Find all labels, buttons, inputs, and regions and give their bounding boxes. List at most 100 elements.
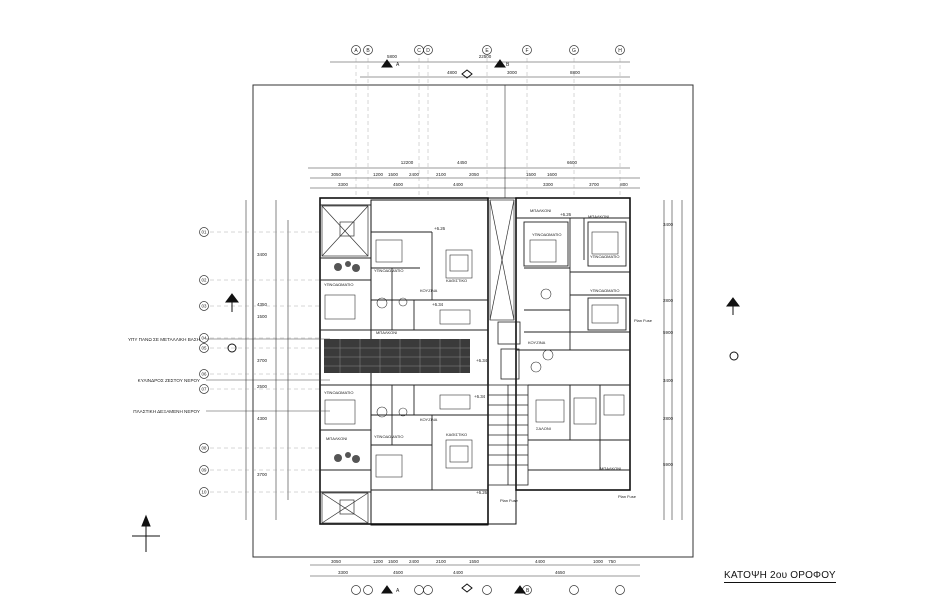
dimension-label: 4500 [393,182,404,187]
planters [334,261,360,463]
void-shafts [321,199,515,524]
grid-row-label: 10 [202,490,207,495]
section-markers [225,59,740,594]
dimension-label: 2400 [409,559,420,564]
room-label: ΚΟΥΖΙΝΑ [528,340,546,345]
room-label: ΚΟΥΖΙΝΑ [420,417,438,422]
dimension-label: 12200 [401,160,414,165]
grid-column-label: H [618,48,622,54]
dimension-label: 1500 [388,559,399,564]
dimension-label: 4350 [257,302,268,307]
grid-column-bubble [569,45,579,55]
left-block-walls [320,204,488,493]
room-label: ΚΑΘΙΣΤΙΚΟ [446,278,467,283]
drawing-title: ΚΑΤΟΨΗ 2ου ΟΡΟΦΟΥ [724,570,836,583]
grid-column-bubble [522,45,532,55]
callout-label: Plan Fuse [618,494,637,499]
corridor-hatch [324,339,470,373]
dimension-label: 4650 [555,570,566,575]
grid-column-bubble [482,45,492,55]
dimension-label: 2100 [436,172,447,177]
grid-row-label: 01 [202,230,207,235]
level-labels: +6.26+6.34+6.34+6.34+6.26+6.26 [432,212,572,495]
room-label: ΥΠΝΟΔΩΜΑΤΙΟ [324,282,354,287]
stair-core [487,321,529,486]
room-label: ΣΑΛΟΝΙ [536,426,551,431]
dimension-label: 1500 [388,172,399,177]
dimension-label: 3400 [257,252,268,257]
north-arrow-icon [132,514,160,552]
grid-column-bubble [569,585,579,595]
room-label: ΜΠΑΛΚΟΝΙ [600,466,621,471]
dimension-label: 2050 [469,172,480,177]
grid-column-bubble [414,585,424,595]
dimension-label: 6600 [567,160,578,165]
dimension-label: 1200 [373,172,384,177]
room-labels: ΥΠΝΟΔΩΜΑΤΙΟ ΥΠΝΟΔΩΜΑΤΙΟ ΚΟΥΖΙΝΑ ΚΑΘΙΣΤΙΚΟ ΜΠ… [324,208,621,471]
dimension-label: 5900 [663,462,674,467]
room-label: ΜΠΑΛΚΟΝΙ [530,208,551,213]
callout-label: Plan Fuse [634,318,653,323]
level-label: +6.34 [432,302,444,307]
grid-column-label: B [366,48,370,54]
dimension-label: 3300 [338,570,349,575]
dimension-label: 1200 [373,559,384,564]
property-boundary [252,84,694,558]
dimension-label: 3700 [589,182,600,187]
dimension-label: 2500 [257,384,268,389]
section-label: B [526,588,530,594]
grid-row-bubble [199,443,209,453]
side-note: ΥΠΥ ΠΑΝΩ ΣΕ ΜΕΤΑΛΛΙΚΗ ΒΑΣΗ [128,337,200,342]
grid-column-bubble [351,45,361,55]
grid-column-bubble [363,45,373,55]
room-label: ΚΑΘΙΣΤΙΚΟ [446,432,467,437]
grid-row-bubble [199,369,209,379]
grid-row-label: 05 [202,346,207,351]
grid-row-label: 08 [202,446,207,451]
dimension-lines [245,61,683,577]
dimension-label: 5800 [387,54,398,59]
room-label: ΜΠΑΛΚΟΝΙ [326,436,347,441]
side-note-leaders [206,338,330,412]
room-label: ΥΠΝΟΔΩΜΑΤΙΟ [374,434,404,439]
grid-row-bubble [199,333,209,343]
side-note: ΚΥΛΙΝΔΡΟΣ ΖΕΣΤΟΥ ΝΕΡΟΥ [138,378,200,383]
grid-column-label: G [572,48,576,54]
furniture [324,231,625,478]
grid-row-label: 09 [202,468,207,473]
grid-row-label: 06 [202,372,207,377]
grid-row-bubble [199,487,209,497]
dimension-label: 3400 [663,378,674,383]
grid-column-bubble [363,585,373,595]
level-label: +6.34 [474,394,486,399]
section-label: B [506,62,510,68]
grid-row-bubble [199,343,209,353]
grid-row-bubble [199,227,209,237]
dimension-label: 4500 [393,570,404,575]
grid-column-bubble [482,585,492,595]
dimension-label: 4800 [447,70,458,75]
dimension-label: 800 [620,182,628,187]
level-label: +6.26 [434,226,446,231]
dimension-label: 4400 [535,559,546,564]
dimension-label: 22500 [479,54,492,59]
dimension-label: 3050 [331,172,342,177]
dimension-label: 3000 [507,70,518,75]
grid-column-bubble [423,45,433,55]
grid-column-bubble [615,585,625,595]
right-block-walls [516,217,630,471]
dimension-label: 4400 [453,570,464,575]
dimension-label: 1600 [547,172,558,177]
dimension-label: 1000 [593,559,604,564]
grid-row-label: 02 [202,278,207,283]
grid-column-bubble [423,585,433,595]
dimension-label: 3400 [663,222,674,227]
dimension-label: 750 [608,559,616,564]
dimension-label: 2800 [663,298,674,303]
callout-label: Plan Fuse [500,498,519,503]
